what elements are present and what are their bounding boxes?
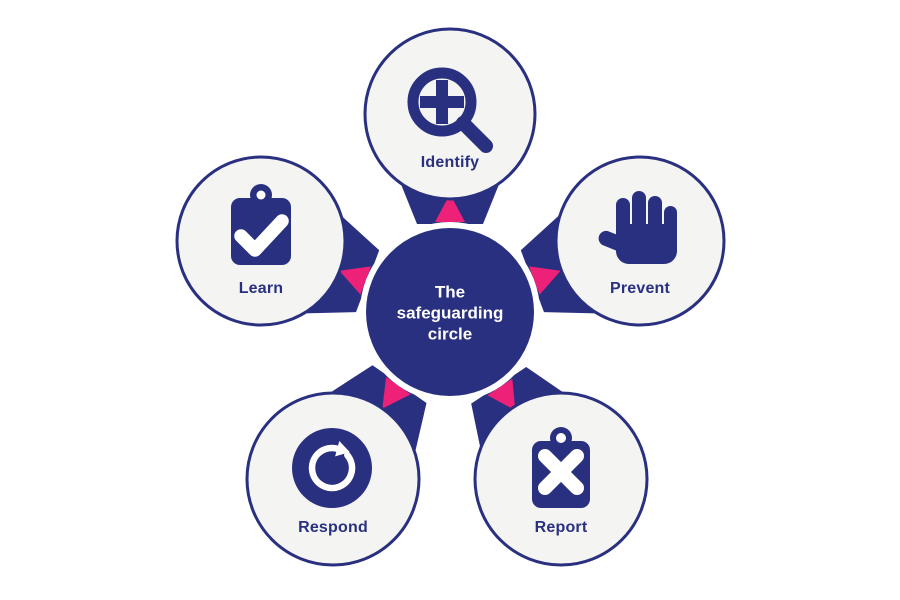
- check-mark: [234, 214, 289, 257]
- arrow-identify-icon: [435, 194, 465, 222]
- center-label: The safeguarding circle: [396, 282, 504, 344]
- clipboard-x-icon: [532, 427, 590, 508]
- node-label-prevent: Prevent: [609, 280, 671, 297]
- center-circle: [360, 222, 540, 402]
- hand-stop-icon: [598, 191, 677, 264]
- refresh-arc: [308, 444, 356, 492]
- node-label-report: Report: [534, 519, 588, 536]
- connector-arrows: [339, 194, 561, 411]
- refresh-arrow-icon: [292, 428, 372, 508]
- magnifier-plus-icon: [407, 67, 493, 153]
- plus-v-bar: [436, 80, 448, 124]
- arrow-learn-icon: [339, 266, 371, 295]
- x-mark-stroke-2: [538, 449, 584, 495]
- clipboard-check-icon: [231, 184, 291, 265]
- magnifier-handle: [456, 116, 493, 153]
- hand-palm: [616, 224, 677, 264]
- node-label-respond: Respond: [298, 519, 368, 536]
- node-label-learn: Learn: [238, 280, 284, 297]
- arrow-prevent-icon: [529, 266, 561, 295]
- refresh-arrowhead: [335, 441, 350, 457]
- clipboard-clip-hole: [556, 433, 566, 443]
- magnifier-lens: [407, 67, 477, 137]
- node-circle-identify: [363, 27, 537, 201]
- clipboard-clip-hole: [256, 190, 266, 200]
- arrow-respond-icon: [382, 377, 411, 409]
- refresh-badge-circle: [292, 428, 372, 508]
- arrow-report-icon: [487, 378, 516, 411]
- node-label-identify: Identify: [420, 154, 480, 171]
